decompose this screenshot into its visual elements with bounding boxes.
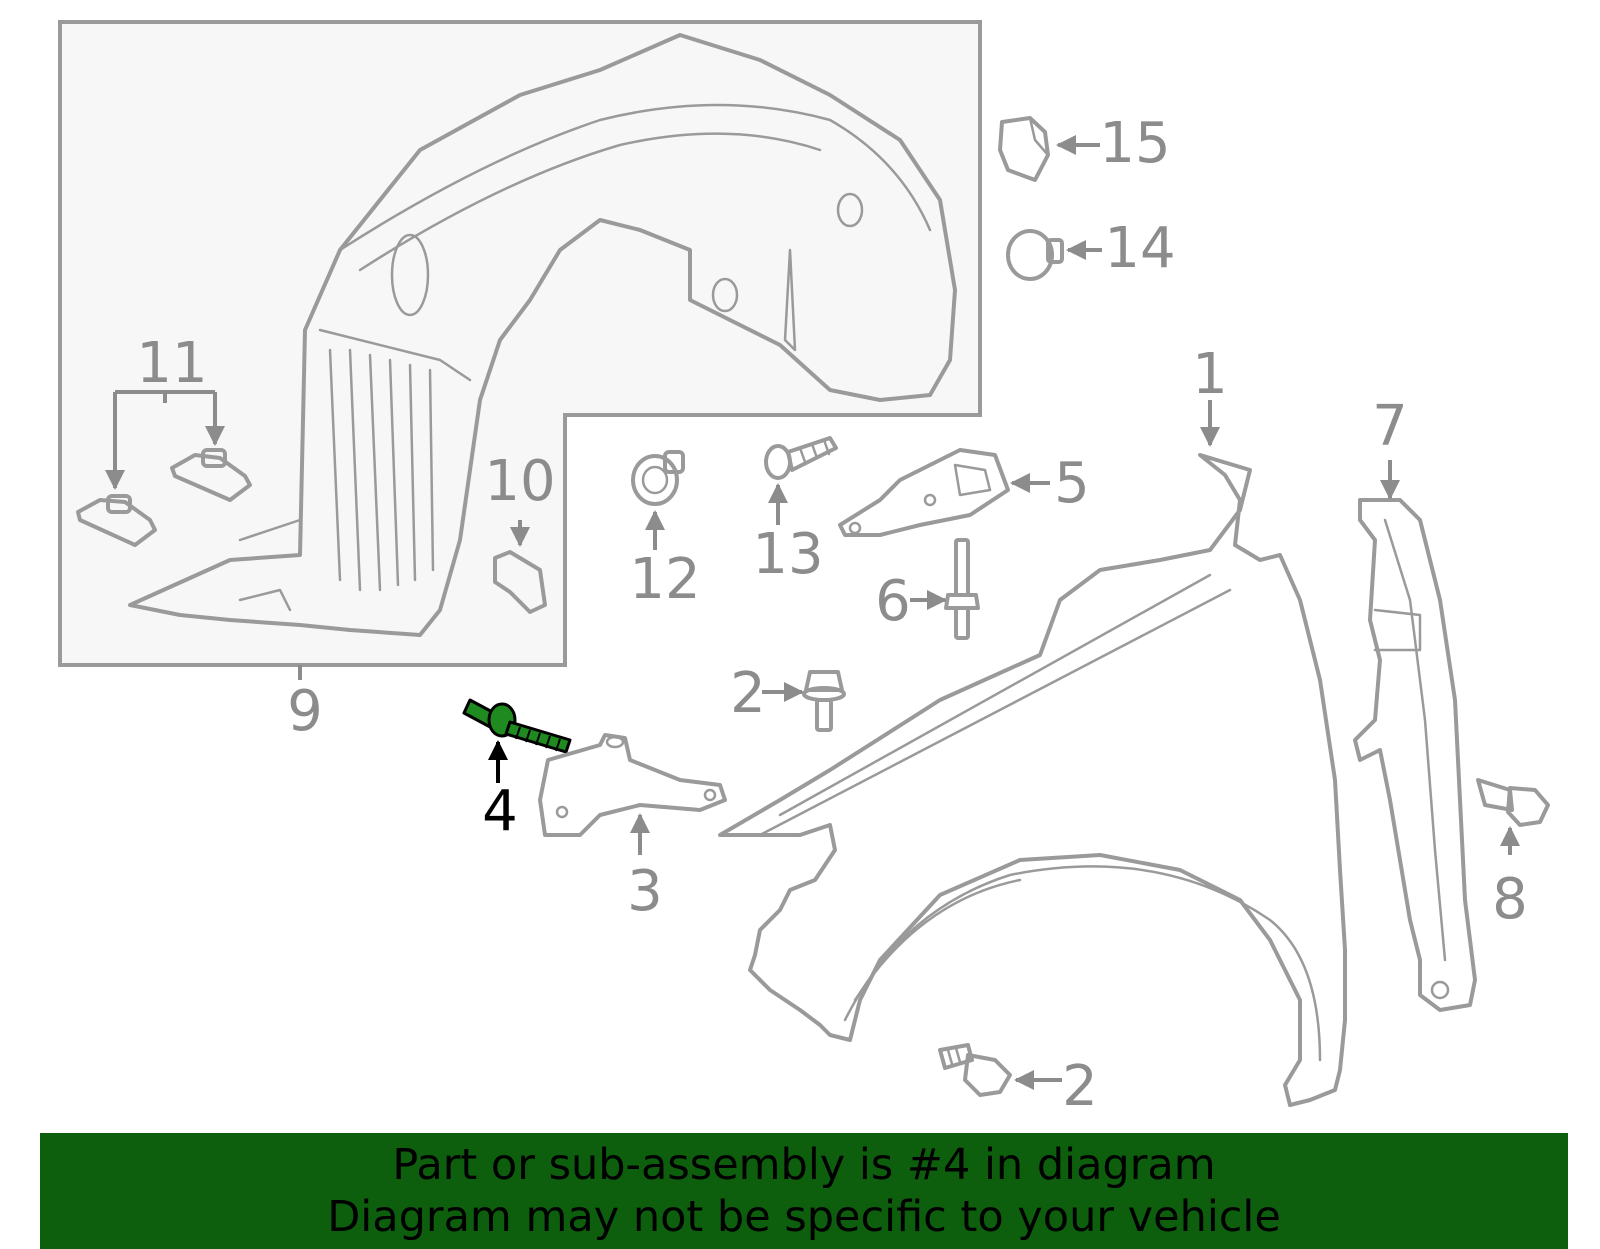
liner-clip — [493, 550, 547, 614]
inner-fender-inset-box — [58, 20, 982, 667]
callout-2-lower: 2 — [1062, 1054, 1098, 1119]
callout-7: 7 — [1372, 394, 1408, 459]
fender-side-seal — [1353, 498, 1477, 1012]
callout-4: 4 — [482, 779, 518, 844]
callout-8: 8 — [1492, 867, 1528, 932]
highlighted-stud-bolt — [462, 698, 572, 754]
front-fender — [718, 453, 1347, 1107]
flange-bolt — [938, 1043, 1012, 1097]
fender-clip — [1476, 778, 1550, 827]
banner-line-disclaimer: Diagram may not be specific to your vehi… — [327, 1192, 1281, 1242]
callout-13: 13 — [752, 522, 823, 587]
callout-9: 9 — [287, 679, 323, 744]
mounting-bracket — [538, 733, 727, 837]
fender-bracket — [838, 448, 1010, 537]
info-banner: Part or sub-assembly is #4 in diagram Di… — [40, 1133, 1568, 1249]
flange-bolt — [802, 670, 846, 732]
callout-5: 5 — [1054, 451, 1090, 516]
callout-6: 6 — [875, 569, 911, 634]
callout-2-upper: 2 — [730, 661, 766, 726]
stud-bolt — [944, 538, 980, 640]
callout-10: 10 — [484, 449, 555, 514]
grommet — [631, 450, 685, 506]
retainer-clip — [998, 116, 1050, 182]
callout-14: 14 — [1104, 216, 1175, 281]
clip-nut — [170, 448, 252, 502]
banner-line-part: Part or sub-assembly is #4 in diagram — [392, 1140, 1216, 1190]
callout-12: 12 — [629, 547, 700, 612]
callout-15: 15 — [1099, 111, 1170, 176]
callout-1: 1 — [1192, 342, 1228, 407]
inner-fender-liner — [128, 33, 957, 637]
screw — [764, 436, 838, 480]
push-clip — [1006, 229, 1064, 281]
callout-11: 11 — [136, 331, 207, 396]
callout-3: 3 — [627, 859, 663, 924]
